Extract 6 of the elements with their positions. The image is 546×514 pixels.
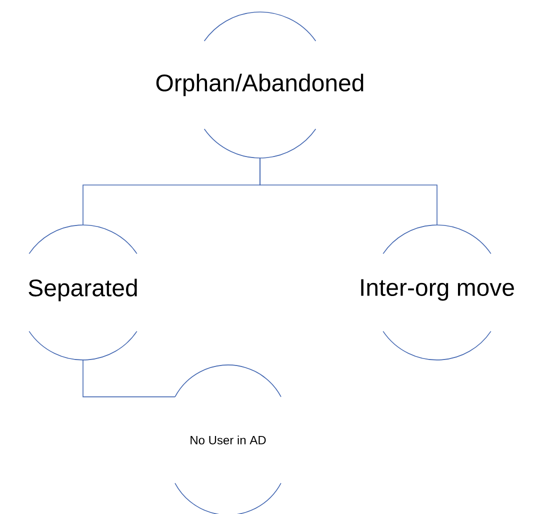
- circle-node: Orphan/Abandoned: [156, 12, 364, 158]
- circle-node: Inter-org move: [361, 224, 514, 360]
- connector-line: [260, 158, 438, 226]
- circle-node: No User in AD: [174, 364, 282, 514]
- circle-node: Separated: [28, 224, 138, 360]
- connector-line: [82, 360, 176, 398]
